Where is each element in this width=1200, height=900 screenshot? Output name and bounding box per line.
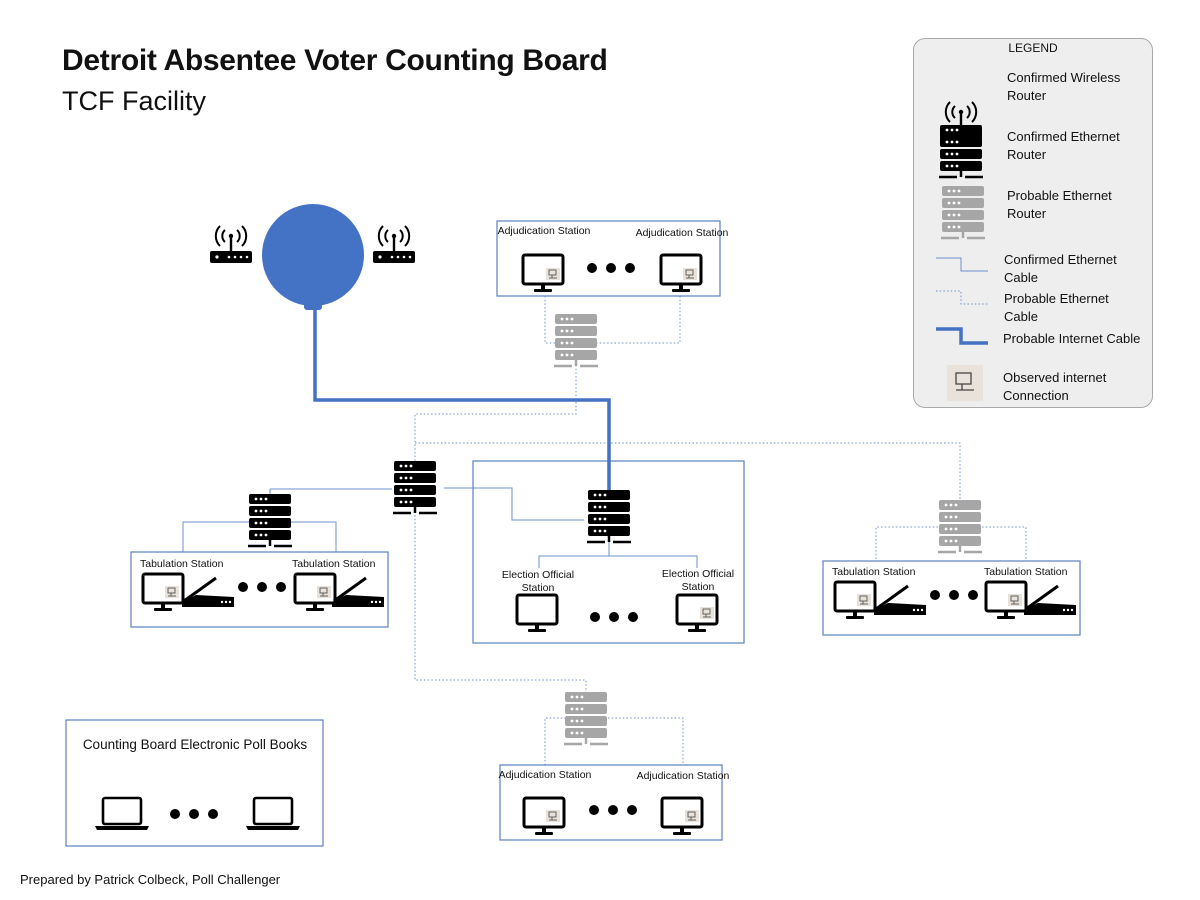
- observed-internet-connection-icon: [164, 585, 180, 599]
- station-label: Election Official Station: [661, 568, 735, 593]
- observed-internet-connection-icon: [699, 606, 715, 620]
- scanner-icon: [1022, 584, 1078, 617]
- wireless-router-left: [208, 224, 254, 265]
- station-label: Adjudication Station: [498, 769, 592, 781]
- observed-internet-connection-icon: [316, 585, 332, 599]
- legend-item-label: Confirmed Ethernet Router: [1007, 129, 1120, 162]
- legend-title: LEGEND: [1008, 41, 1058, 55]
- legend-item-label: Probable Internet Cable: [1003, 331, 1141, 346]
- page-title: Detroit Absentee Voter Counting Board: [62, 44, 608, 77]
- station-label: Adjudication Station: [636, 770, 730, 782]
- probable-ethernet-router-right: [936, 498, 984, 554]
- probable-ethernet-router-bottom: [562, 690, 610, 746]
- monitor-icon: [515, 593, 559, 634]
- legend-item-label: Probable Ethernet Cable: [1004, 291, 1109, 324]
- station-label: Tabulation Station: [292, 558, 376, 570]
- confirmed-ethernet-cables: [182, 487, 698, 568]
- footer-credit: Prepared by Patrick Colbeck, Poll Challe…: [20, 872, 281, 887]
- laptop-icon: [244, 796, 302, 832]
- tabulation-group-right: [822, 560, 1081, 636]
- observed-internet-connection-icon: [856, 593, 872, 607]
- legend: LEGEND Confirmed Wireless Router Confirm…: [913, 38, 1153, 408]
- confirmed-ethernet-router-main: [391, 459, 439, 515]
- probable-ethernet-router-top: [552, 312, 600, 368]
- probable-internet-cable-icon: [936, 327, 988, 345]
- scanner-icon: [180, 576, 236, 609]
- adjudication-group-bottom: [499, 764, 723, 841]
- legend-symbols: [936, 100, 988, 401]
- scanner-icon: [872, 584, 928, 617]
- poll-books-title: Counting Board Electronic Poll Books: [82, 737, 308, 752]
- laptop-icon: [93, 796, 151, 832]
- observed-internet-connection-icon: [545, 809, 561, 823]
- ellipsis-icon: [587, 263, 635, 273]
- internet-node: [262, 204, 364, 306]
- probable-ethernet-cables: [414, 296, 1027, 765]
- wireless-router-right: [371, 224, 417, 265]
- ethernet-router-icon: [937, 123, 985, 179]
- station-label: Tabulation Station: [984, 566, 1068, 578]
- legend-item-label: Confirmed Wireless Router: [1007, 70, 1121, 103]
- confirmed-ethernet-router-election: [585, 488, 633, 544]
- probable-ethernet-router-icon: [939, 184, 987, 240]
- page-subtitle: TCF Facility: [62, 86, 206, 116]
- observed-internet-connection-icon: [682, 267, 698, 281]
- legend-item-label: Probable Ethernet Router: [1007, 188, 1112, 221]
- station-label: Adjudication Station: [497, 225, 591, 237]
- ellipsis-icon: [170, 809, 218, 819]
- observed-internet-connection-icon: [1007, 593, 1023, 607]
- legend-item-label: Observed internet Connection: [1003, 370, 1107, 403]
- station-label: Adjudication Station: [635, 227, 729, 239]
- confirmed-ethernet-router-tabulation-left: [246, 492, 294, 548]
- observed-internet-connection-icon: [684, 809, 700, 823]
- station-label: Tabulation Station: [140, 558, 224, 570]
- station-label: Election Official Station: [501, 569, 575, 594]
- ellipsis-icon: [589, 805, 637, 815]
- probable-internet-cable: [313, 305, 611, 492]
- observed-internet-connection-icon: [545, 267, 561, 281]
- station-label: Tabulation Station: [832, 566, 916, 578]
- tabulation-group-left: [130, 551, 389, 628]
- probable-ethernet-cable-icon: [936, 290, 988, 305]
- confirmed-ethernet-cable-icon: [936, 257, 988, 272]
- ellipsis-icon: [930, 590, 978, 600]
- scanner-icon: [330, 576, 386, 609]
- adjudication-group-top: [496, 220, 721, 297]
- legend-item-label: Confirmed Ethernet Cable: [1004, 252, 1117, 285]
- poll-books-group: [65, 719, 324, 847]
- ellipsis-icon: [238, 582, 286, 592]
- observed-internet-connection-icon: [947, 365, 983, 401]
- ellipsis-icon: [590, 612, 638, 622]
